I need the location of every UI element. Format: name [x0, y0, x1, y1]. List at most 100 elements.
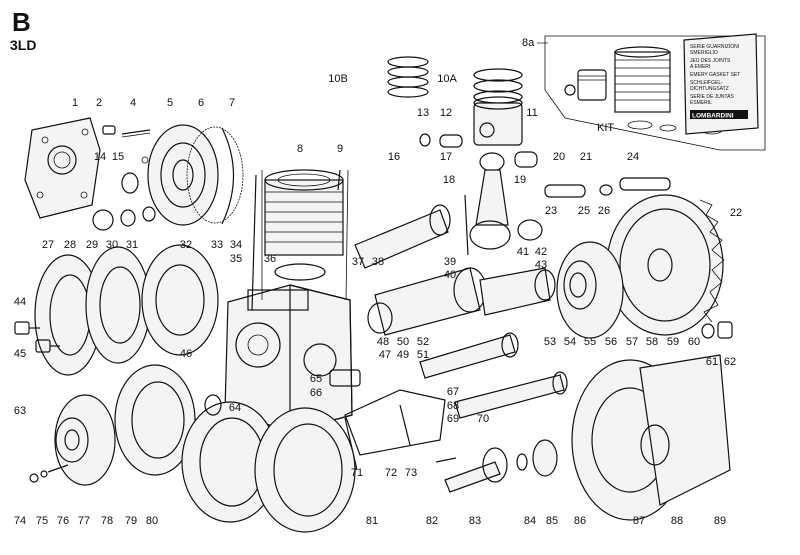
- callout-33: 33: [211, 239, 223, 251]
- callout-56: 56: [605, 336, 617, 348]
- kit-label: KIT: [597, 122, 614, 134]
- callout-27: 27: [42, 239, 54, 251]
- callout-19: 19: [514, 174, 526, 186]
- callout-89: 89: [714, 515, 726, 527]
- callout-59: 59: [667, 336, 679, 348]
- svg-text:SCHLEIFGEL-: SCHLEIFGEL-: [690, 80, 723, 86]
- callout-6: 6: [198, 97, 204, 109]
- callout-5: 5: [167, 97, 173, 109]
- callout-69: 69: [447, 413, 459, 425]
- callout-41: 41: [517, 246, 529, 258]
- callout-83: 83: [469, 515, 481, 527]
- crankshaft: [354, 204, 556, 336]
- callout-30: 30: [106, 239, 118, 251]
- callout-36: 36: [264, 253, 276, 265]
- callout-18: 18: [443, 174, 455, 186]
- callout-65: 65: [310, 373, 322, 385]
- kit-inset: 8a KIT SERIE GUARNIZIONI SMERIGLIO JEU D…: [522, 33, 766, 151]
- callout-79: 79: [125, 515, 137, 527]
- callout-12: 12: [440, 107, 452, 119]
- callout-55: 55: [584, 336, 596, 348]
- lower-covers: [114, 364, 356, 533]
- callout-77: 77: [78, 515, 90, 527]
- part-86-fan-housing: [571, 354, 731, 521]
- callout-71: 71: [351, 467, 363, 479]
- part-11-piston: [473, 96, 523, 146]
- callout-22: 22: [730, 207, 742, 219]
- callout-52: 52: [417, 336, 429, 348]
- callout-73: 73: [405, 467, 417, 479]
- kit-ref: 8a: [522, 37, 535, 49]
- callout-72: 72: [385, 467, 397, 479]
- svg-text:SERIE DE JUNTAS: SERIE DE JUNTAS: [690, 94, 734, 100]
- callout-44: 44: [14, 296, 26, 308]
- callout-58: 58: [646, 336, 658, 348]
- callout-51: 51: [417, 349, 429, 361]
- callout-67: 67: [447, 386, 459, 398]
- callout-29: 29: [86, 239, 98, 251]
- callout-14: 14: [94, 151, 106, 163]
- callout-34: 34: [230, 239, 242, 251]
- callout-26: 26: [598, 205, 610, 217]
- lombardini-logo: [690, 110, 748, 119]
- callout-11: 11: [526, 107, 537, 119]
- callout-10A: 10A: [437, 73, 457, 85]
- callout-28: 28: [64, 239, 76, 251]
- callout-54: 54: [564, 336, 576, 348]
- callout-25: 25: [578, 205, 590, 217]
- callout-10B: 10B: [328, 73, 348, 85]
- callout-49: 49: [397, 349, 409, 361]
- section-letter: B: [12, 7, 31, 37]
- callout-50: 50: [397, 336, 409, 348]
- callout-45: 45: [14, 348, 26, 360]
- callout-2: 2: [96, 97, 102, 109]
- callout-80: 80: [146, 515, 158, 527]
- callout-85: 85: [546, 515, 558, 527]
- callout-82: 82: [426, 515, 438, 527]
- callout-88: 88: [671, 515, 683, 527]
- callout-23: 23: [545, 205, 557, 217]
- callout-66: 66: [310, 387, 322, 399]
- callout-42: 42: [535, 246, 547, 258]
- callout-9: 9: [337, 143, 343, 155]
- part-22-flywheel: [606, 194, 725, 336]
- part-17-connecting-rod: [469, 152, 511, 250]
- callout-81: 81: [366, 515, 378, 527]
- callout-32: 32: [180, 239, 192, 251]
- callout-78: 78: [101, 515, 113, 527]
- callout-53: 53: [544, 336, 556, 348]
- callout-39: 39: [444, 256, 456, 268]
- callout-31: 31: [126, 239, 138, 251]
- callout-64: 64: [229, 402, 241, 414]
- callout-16: 16: [388, 151, 400, 163]
- callout-13: 13: [417, 107, 429, 119]
- svg-text:LOMBARDINI: LOMBARDINI: [692, 113, 734, 120]
- svg-text:JEU DES JOINTS: JEU DES JOINTS: [690, 58, 731, 64]
- part-8-cylinder: [264, 169, 344, 256]
- callout-61: 61: [706, 356, 718, 368]
- svg-text:SMERIGLIO: SMERIGLIO: [690, 50, 718, 56]
- callout-68: 68: [447, 400, 459, 412]
- callout-1: 1: [72, 97, 78, 109]
- gasket-kit-sheet: [683, 33, 759, 135]
- callout-24: 24: [627, 151, 639, 163]
- callout-35: 35: [230, 253, 242, 265]
- svg-text:EMERY GASKET SET: EMERY GASKET SET: [690, 72, 740, 78]
- callout-84: 84: [524, 515, 536, 527]
- svg-text:A EMERI: A EMERI: [690, 64, 710, 70]
- callout-46: 46: [180, 348, 192, 360]
- callout-40: 40: [444, 269, 456, 281]
- callout-87: 87: [633, 515, 645, 527]
- callout-21: 21: [580, 151, 592, 163]
- callout-8: 8: [297, 143, 303, 155]
- callout-7: 7: [229, 97, 235, 109]
- callout-47: 47: [379, 349, 391, 361]
- callout-60: 60: [688, 336, 700, 348]
- callout-70: 70: [477, 413, 489, 425]
- part-5-housing: [147, 124, 219, 226]
- part-27-28-33-covers: [34, 244, 219, 376]
- svg-text:DICHTUNGSATZ: DICHTUNGSATZ: [690, 86, 729, 92]
- callout-86: 86: [574, 515, 586, 527]
- callout-4: 4: [130, 97, 136, 109]
